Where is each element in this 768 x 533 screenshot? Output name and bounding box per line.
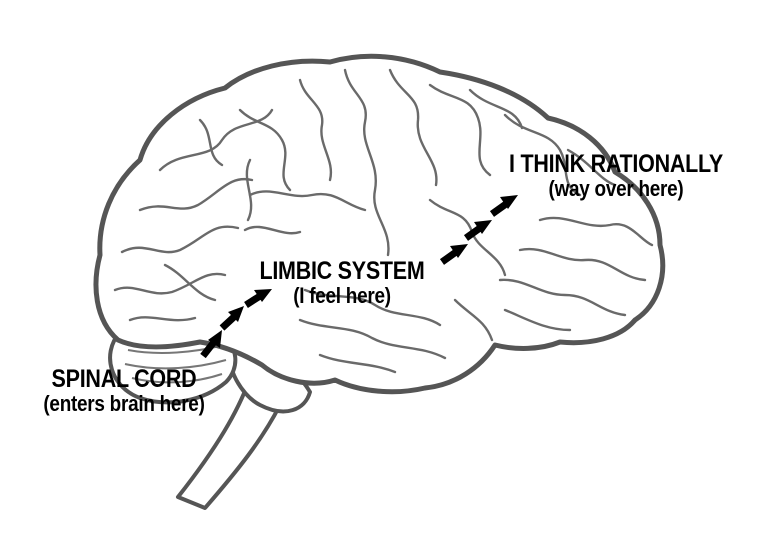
rational-label-title: I THINK RATIONALLY	[509, 150, 723, 178]
spinal-cord-shape	[176, 370, 282, 510]
limbic-label: LIMBIC SYSTEM (I feel here)	[228, 257, 456, 309]
spinal-label: SPINAL CORD (enters brain here)	[4, 365, 244, 417]
limbic-label-sub: (I feel here)	[293, 283, 391, 309]
spinal-label-sub: (enters brain here)	[43, 391, 205, 417]
cerebrum-outline	[93, 53, 666, 395]
arrow-limbic-to-rational	[439, 195, 518, 265]
rational-label-sub: (way over here)	[548, 176, 684, 202]
spinal-label-title: SPINAL CORD	[51, 365, 197, 393]
limbic-label-title: LIMBIC SYSTEM	[259, 257, 425, 285]
brain-folds	[113, 68, 654, 374]
rational-label: I THINK RATIONALLY (way over here)	[476, 150, 756, 202]
arrow-spinal-to-limbic	[200, 289, 272, 359]
